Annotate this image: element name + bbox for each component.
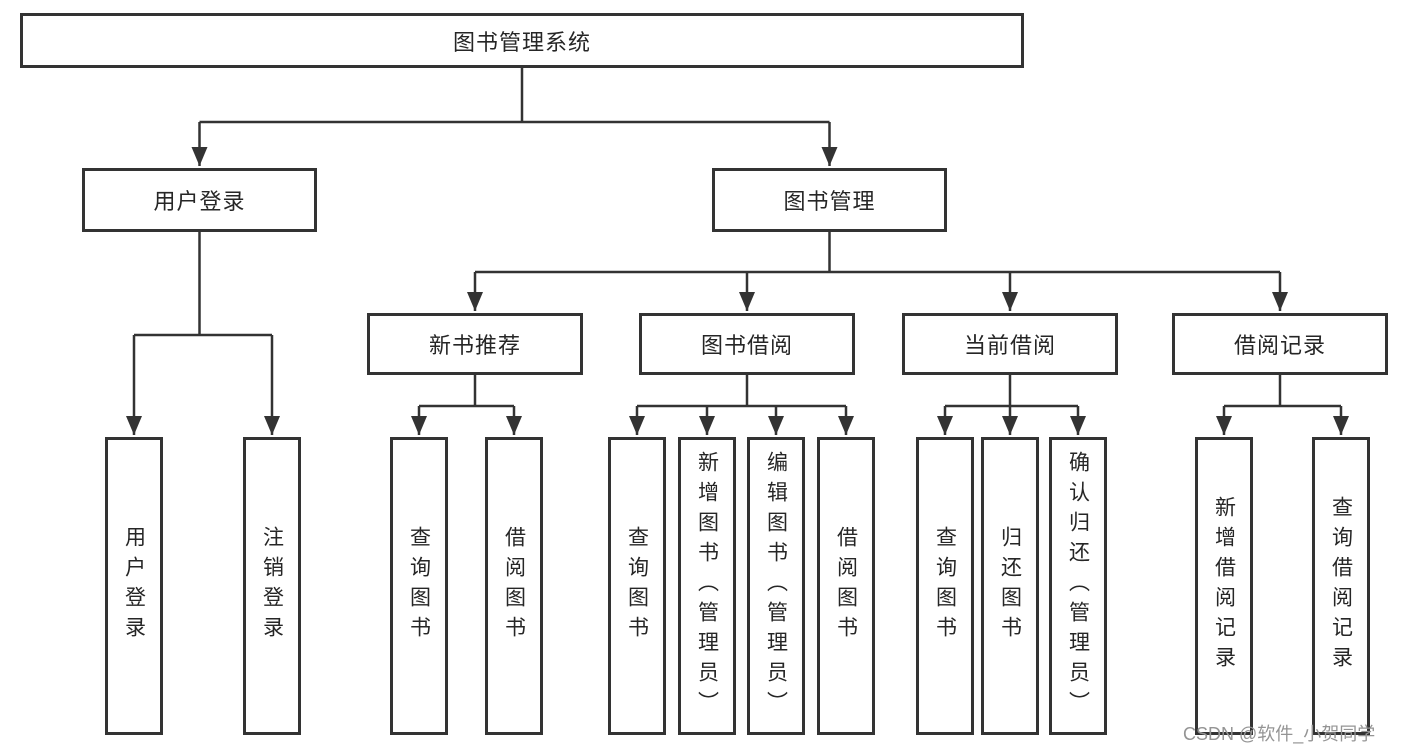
node-new-book-recommend-label: 新书推荐 [428, 333, 521, 358]
leaf-add-book-admin: 新增图书（管理员） [678, 437, 736, 735]
leaf-borrow-books-recommend-label: 借阅图书 [502, 526, 526, 646]
node-user-login: 用户登录 [82, 168, 317, 232]
leaf-logout-label: 注销登录 [260, 526, 284, 646]
leaf-query-borrow-record: 查询借阅记录 [1312, 437, 1370, 735]
node-current-borrow: 当前借阅 [902, 313, 1118, 375]
leaf-add-borrow-record-label: 新增借阅记录 [1212, 496, 1236, 676]
node-borrow-records-label: 借阅记录 [1233, 333, 1326, 358]
node-library-system: 图书管理系统 [20, 13, 1024, 68]
leaf-query-borrow-record-label: 查询借阅记录 [1329, 496, 1353, 676]
leaf-query-books-current-label: 查询图书 [933, 526, 957, 646]
node-book-borrow-label: 图书借阅 [700, 333, 793, 358]
leaf-query-books-recommend: 查询图书 [390, 437, 448, 735]
csdn-watermark: CSDN @软件_小贺同学 [1183, 724, 1376, 744]
leaf-confirm-return-admin: 确认归还（管理员） [1049, 437, 1107, 735]
node-new-book-recommend: 新书推荐 [367, 313, 583, 375]
leaf-user-login-label: 用户登录 [122, 526, 146, 646]
node-current-borrow-label: 当前借阅 [963, 333, 1056, 358]
node-book-management: 图书管理 [712, 168, 947, 232]
leaf-query-books-borrow: 查询图书 [608, 437, 666, 735]
leaf-borrow-books-label: 借阅图书 [834, 526, 858, 646]
node-library-system-label: 图书管理系统 [452, 29, 591, 55]
leaf-borrow-books: 借阅图书 [817, 437, 875, 735]
leaf-confirm-return-admin-label: 确认归还（管理员） [1066, 451, 1090, 721]
leaf-edit-book-admin-label: 编辑图书（管理员） [764, 451, 788, 721]
leaf-edit-book-admin: 编辑图书（管理员） [747, 437, 805, 735]
node-borrow-records: 借阅记录 [1172, 313, 1388, 375]
node-book-borrow: 图书借阅 [639, 313, 855, 375]
leaf-query-books-current: 查询图书 [916, 437, 974, 735]
leaf-query-books-recommend-label: 查询图书 [407, 526, 431, 646]
leaf-logout: 注销登录 [243, 437, 301, 735]
node-user-login-label: 用户登录 [153, 189, 246, 214]
leaf-return-book-label: 归还图书 [998, 526, 1022, 646]
leaf-borrow-books-recommend: 借阅图书 [485, 437, 543, 735]
leaf-query-books-borrow-label: 查询图书 [625, 526, 649, 646]
leaf-return-book: 归还图书 [981, 437, 1039, 735]
leaf-add-borrow-record: 新增借阅记录 [1195, 437, 1253, 735]
leaf-add-book-admin-label: 新增图书（管理员） [695, 451, 719, 721]
node-book-management-label: 图书管理 [783, 189, 876, 214]
leaf-user-login: 用户登录 [105, 437, 163, 735]
